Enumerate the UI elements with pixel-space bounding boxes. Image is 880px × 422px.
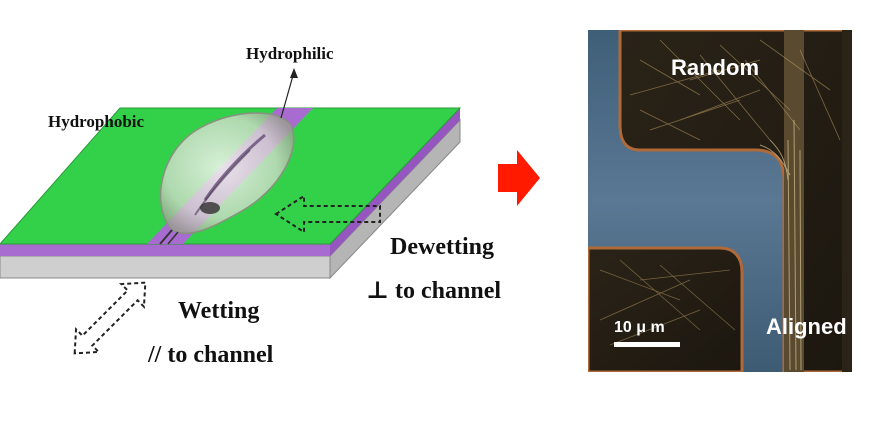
label-random: Random (671, 55, 759, 80)
process-arrow-icon (498, 150, 540, 206)
hydrophilic-pointer (280, 71, 295, 119)
dewetting-arrow-icon (274, 194, 381, 234)
label-hydrophobic: Hydrophobic (48, 112, 145, 131)
label-wetting-direction: // to channel (147, 342, 274, 368)
label-hydrophilic: Hydrophilic (246, 44, 334, 63)
hydrophilic-pointer-head (290, 68, 298, 78)
substrate-front-face (0, 255, 331, 279)
scale-bar (614, 342, 680, 347)
label-aligned: Aligned (766, 314, 847, 339)
channel-layer-right (330, 108, 460, 256)
channel-layer-front (0, 244, 330, 256)
label-wetting: Wetting (178, 298, 259, 324)
wetting-arrow-icon (73, 281, 147, 355)
micrograph: Random Aligned 10 μ m (588, 30, 852, 372)
label-dewetting: Dewetting (390, 234, 494, 260)
device-schematic: Hydrophilic Hydrophobic Dewetting ⊥ to c… (0, 44, 501, 368)
lower-electrode-pad (588, 246, 744, 372)
scale-bar-label: 10 μ m (614, 319, 665, 336)
droplet (159, 112, 295, 245)
label-dewetting-direction: ⊥ to channel (366, 278, 501, 304)
